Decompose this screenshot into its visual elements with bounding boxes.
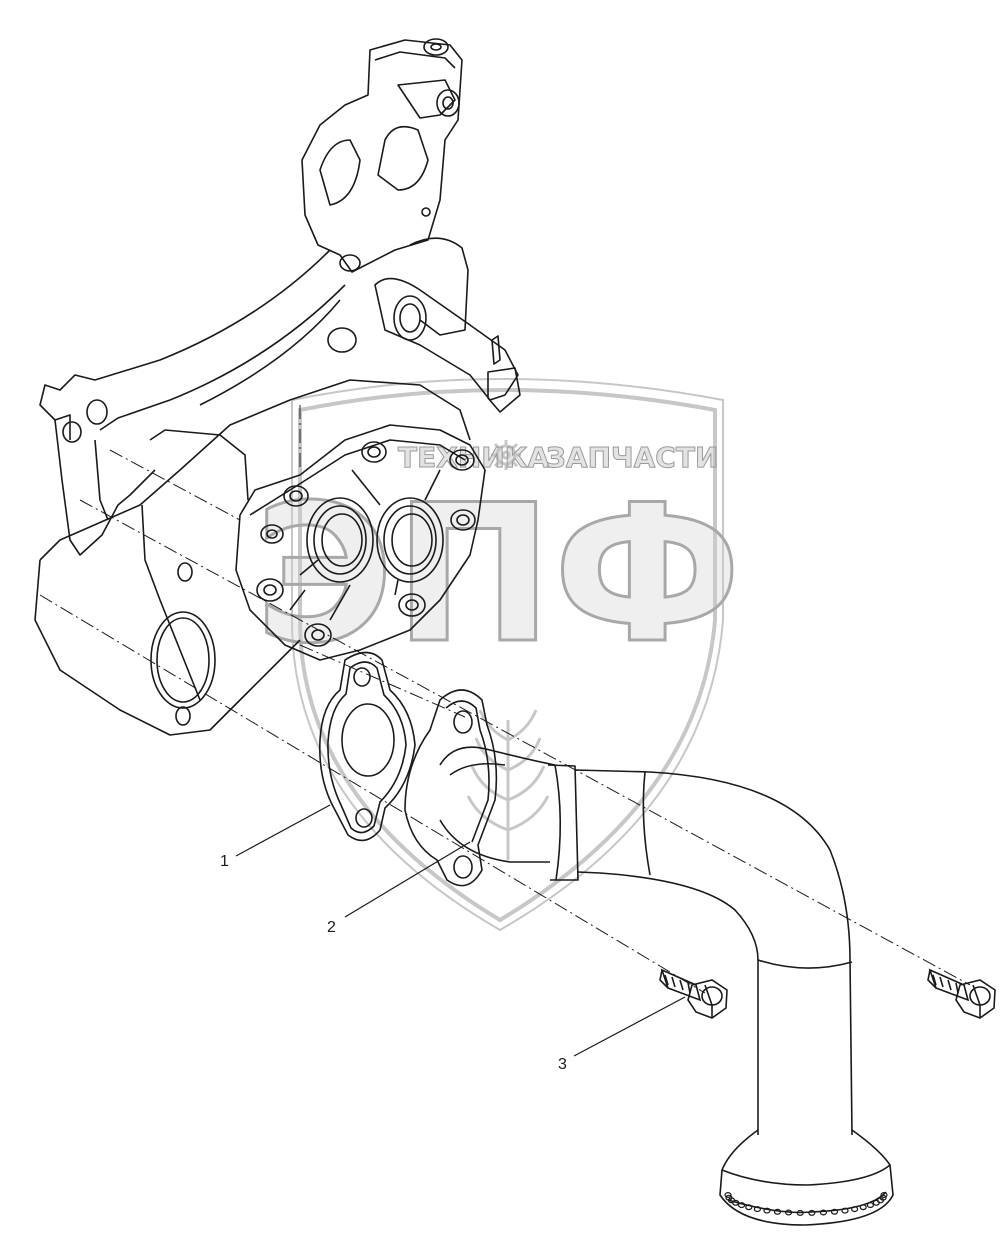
strainer-hole [745, 1204, 753, 1211]
watermark-text-right: ЗАПЧАСТИ [546, 441, 718, 474]
strainer-hole [724, 1191, 732, 1198]
strainer-hole [830, 1208, 839, 1215]
strainer-hole [841, 1207, 849, 1214]
callout-3: 3 [558, 1056, 567, 1073]
callout-1: 1 [220, 853, 229, 870]
strainer-hole [819, 1209, 828, 1216]
strainer-hole [859, 1204, 867, 1211]
gasket [318, 651, 416, 842]
strainer-hole [879, 1194, 887, 1201]
flange-bolt-right [927, 968, 996, 1019]
leader-3 [573, 996, 686, 1057]
strainer-hole [753, 1206, 762, 1213]
leader-1 [235, 804, 331, 857]
strainer-hole [796, 1209, 804, 1216]
watermark-logo-text: ЭПФ [255, 464, 742, 685]
assembly-centerlines [39, 405, 971, 994]
strainer-hole [732, 1199, 740, 1206]
strainer-hole [737, 1202, 746, 1209]
leader-lines [235, 804, 686, 1057]
strainer-holes [724, 1191, 888, 1216]
suction-tube [404, 689, 894, 1226]
callout-2: 2 [327, 919, 336, 936]
cover-bolts [256, 441, 476, 647]
strainer-hole [784, 1209, 793, 1216]
strainer-hole [763, 1207, 771, 1214]
wheat-icon [466, 709, 550, 860]
strainer-hole [808, 1209, 816, 1216]
strainer-hole [866, 1202, 875, 1209]
strainer-hole [880, 1191, 888, 1198]
strainer-hole [850, 1206, 859, 1213]
gear-icon [491, 440, 521, 470]
strainer-hole [773, 1208, 782, 1215]
oil-pump-housing [34, 38, 521, 736]
watermark-text-left: ТЕХНИКА [398, 441, 550, 474]
flange-bolt-left [659, 968, 728, 1019]
leader-2 [344, 841, 471, 918]
